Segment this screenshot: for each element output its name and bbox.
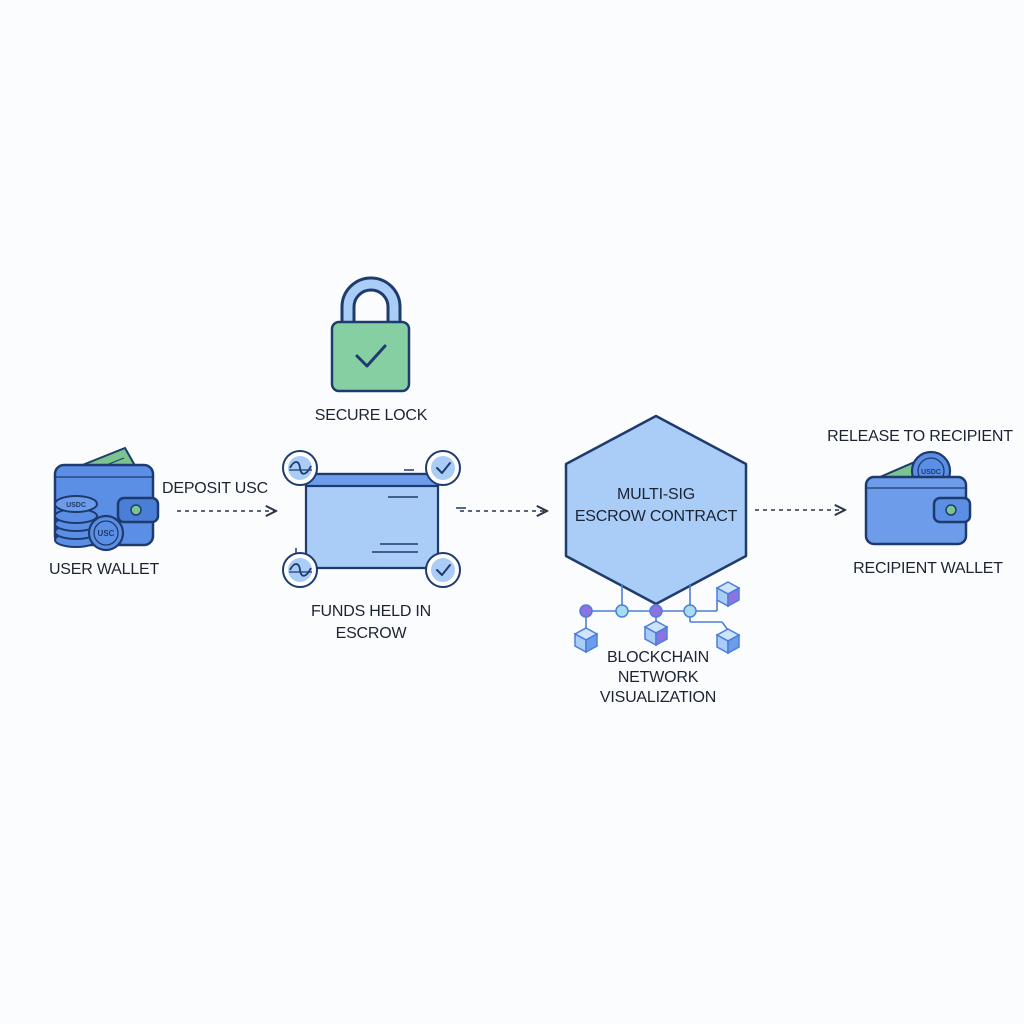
recipient-coin-text: USDC [921, 469, 941, 476]
network-label-line1: BLOCKCHAIN [606, 649, 710, 666]
network-node-icon [683, 604, 697, 618]
funds-label-line1: FUNDS HELD IN [310, 603, 432, 620]
escrow-document-icon [295, 469, 466, 570]
cube-node-icon [715, 628, 741, 655]
signature-icon [282, 450, 318, 486]
network-label-line2: NETWORK [617, 669, 699, 686]
network-node-icon [579, 604, 593, 618]
coin-icon: USC [87, 514, 125, 552]
padlock-check-icon [330, 276, 411, 393]
user-wallet-label: USER WALLET [48, 561, 160, 578]
funds-label-line2: ESCROW [335, 625, 407, 642]
network-node-icon [649, 604, 663, 618]
contract-label-line1: MULTI-SIG [617, 486, 695, 503]
check-circle-icon [425, 552, 461, 588]
cube-node-icon [715, 581, 741, 608]
contract-label-line2: ESCROW CONTRACT [574, 508, 738, 525]
coin-front-text: USC [98, 529, 115, 538]
blockchain-network-icon [573, 581, 741, 655]
recipient-wallet-label: RECIPIENT WALLET [853, 560, 1003, 577]
secure-lock-label: SECURE LOCK [314, 407, 428, 424]
network-label-line3: VISUALIZATION [599, 689, 717, 706]
release-label: RELEASE TO RECIPIENT [827, 428, 1013, 445]
user-wallet-icon: USDC USC [53, 446, 160, 552]
recipient-wallet-icon: USDC [864, 450, 972, 546]
cube-node-icon [573, 627, 599, 654]
cube-node-icon [643, 620, 669, 647]
check-circle-icon [425, 450, 461, 486]
deposit-label: DEPOSIT USC [162, 480, 268, 497]
coin-stack-text: USDC [66, 502, 86, 509]
network-node-icon [615, 604, 629, 618]
coin-stack-icon: USDC [54, 495, 98, 548]
signature-icon [282, 552, 318, 588]
